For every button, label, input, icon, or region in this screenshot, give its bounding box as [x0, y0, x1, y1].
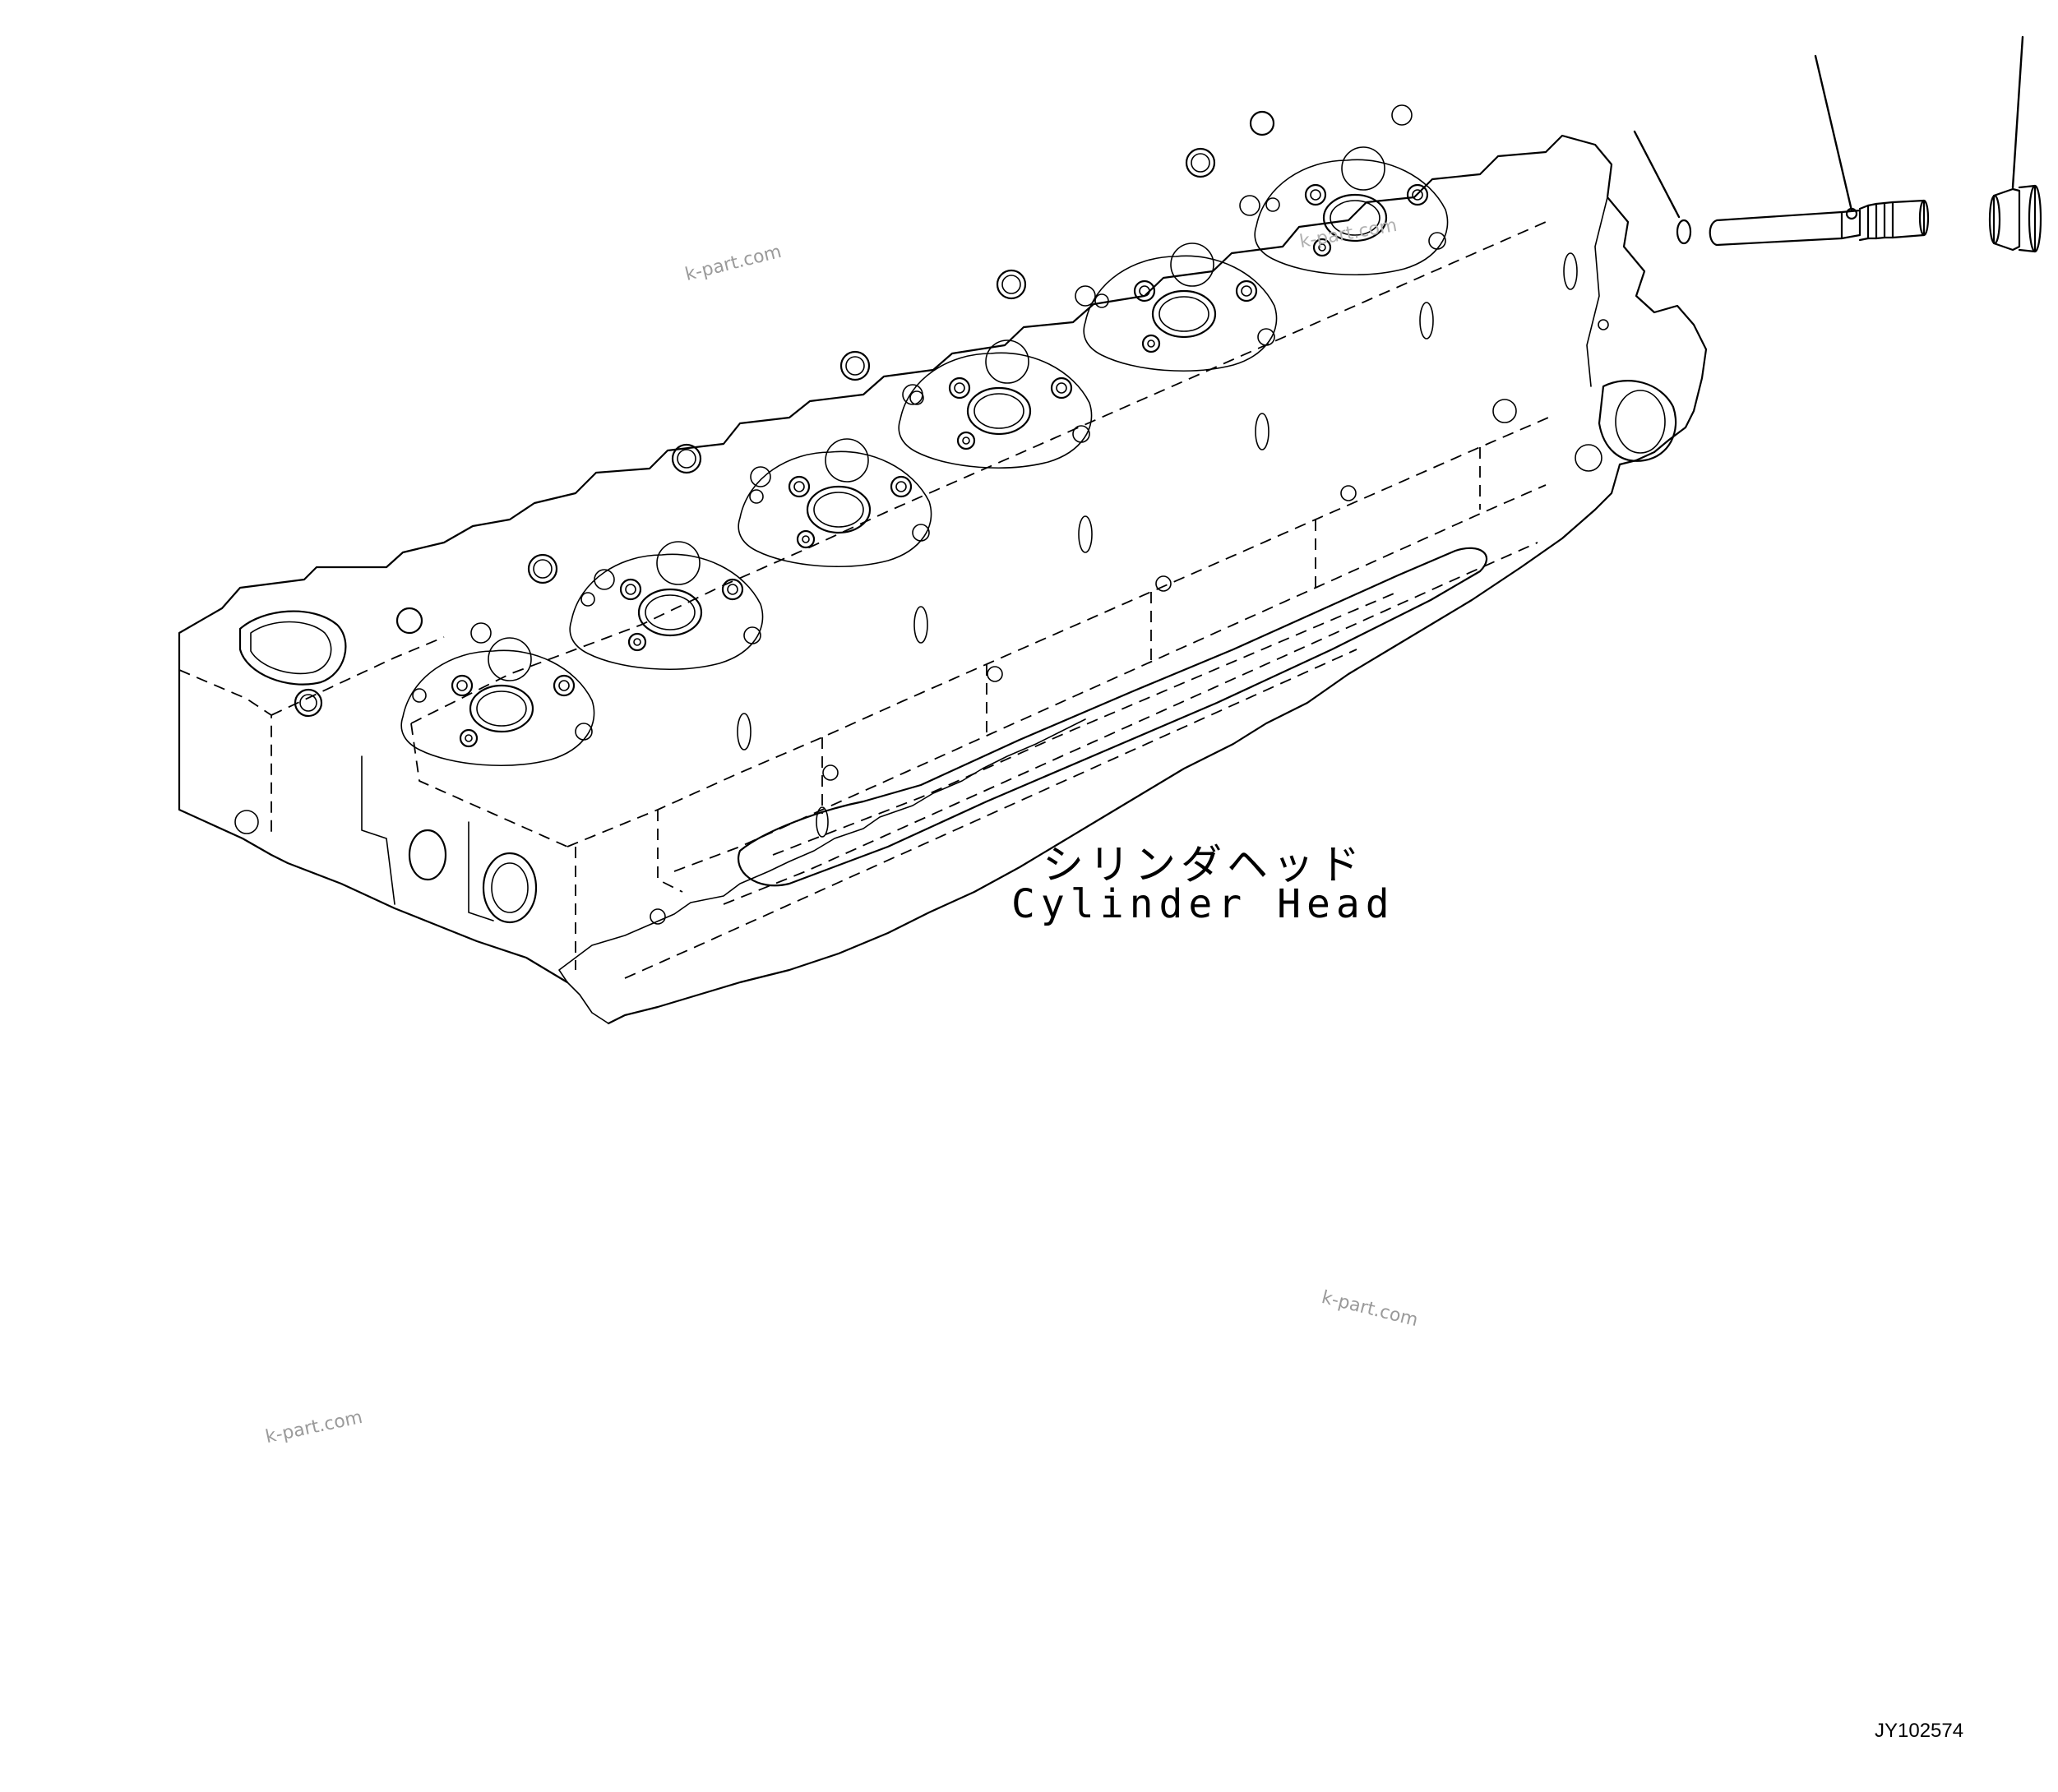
cylinder-ports	[400, 146, 1449, 766]
cylinder-head-body	[178, 134, 1708, 1025]
part-name-japanese: シリンダヘッド	[1043, 841, 1365, 889]
plug	[1988, 184, 2042, 253]
callout-leaders	[1633, 35, 2024, 219]
cylinder-head-hidden-lines	[410, 221, 1555, 979]
part-name-english: Cylinder Head	[1011, 881, 1395, 927]
drawing-number: JY102574	[1875, 1720, 1964, 1742]
o-ring	[1676, 219, 1692, 245]
head-bolt-bosses	[294, 104, 1434, 925]
injector-sleeve	[1709, 199, 1930, 247]
